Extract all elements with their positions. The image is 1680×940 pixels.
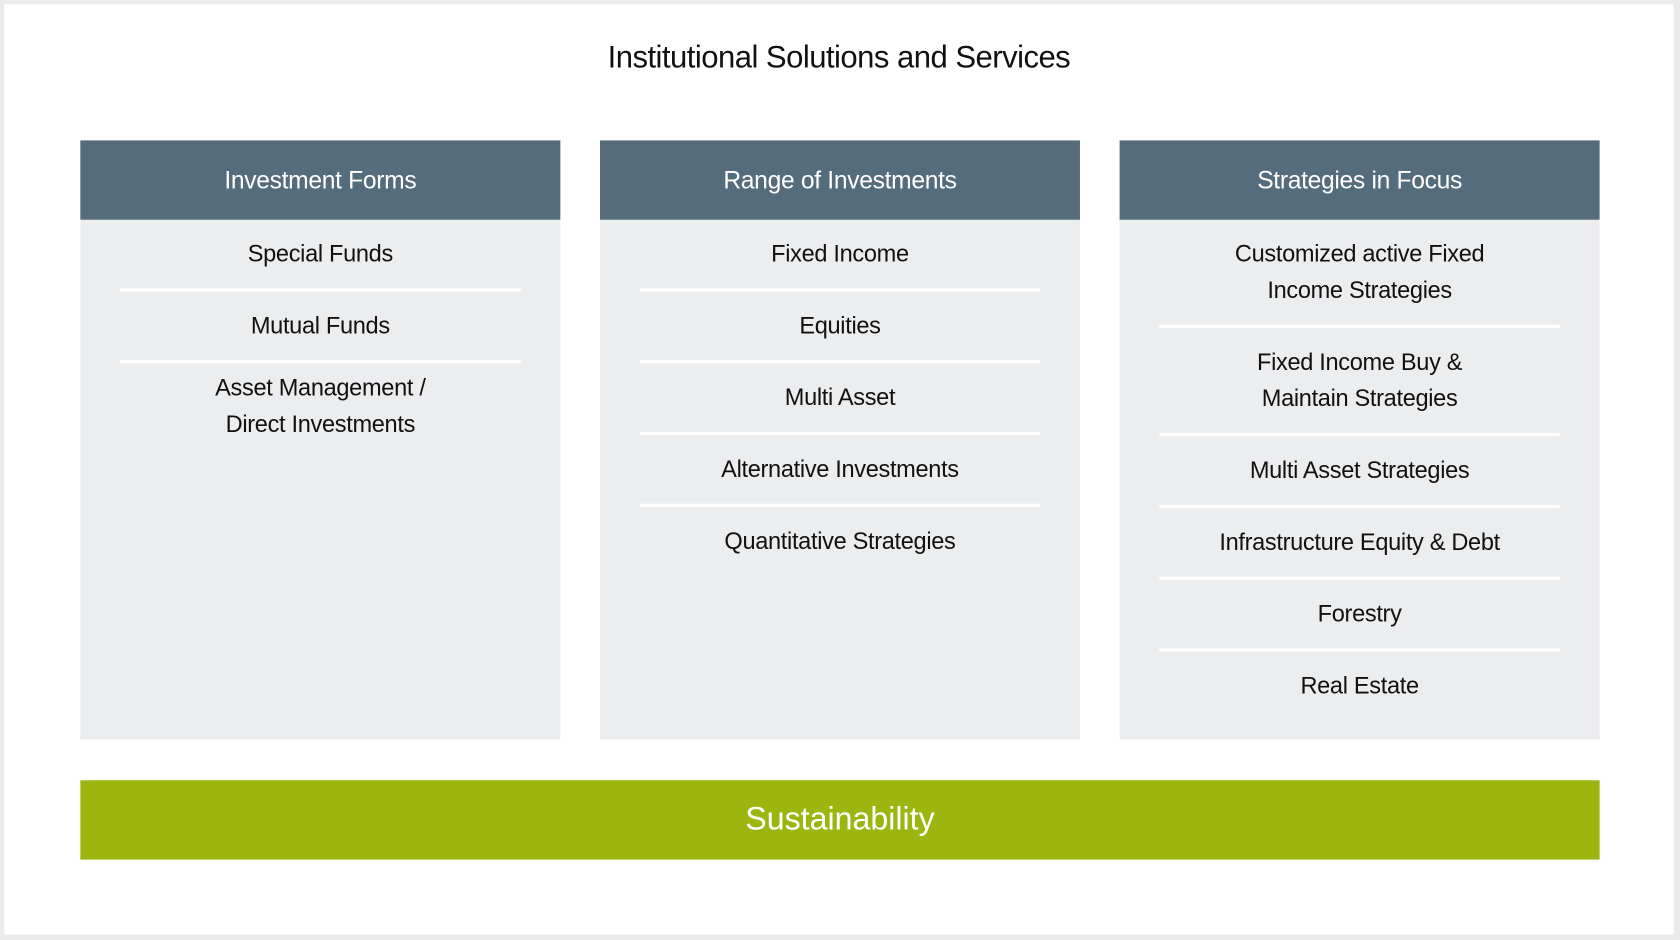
column-header: Investment Forms (80, 140, 561, 220)
list-item: Equities (639, 292, 1041, 364)
list-item: Asset Management / Direct Investments (215, 374, 426, 438)
list-item: Real Estate (1300, 672, 1419, 699)
sustainability-bar: Sustainability (80, 780, 1600, 860)
list-item: Multi Asset Strategies (1159, 436, 1560, 509)
list-item: Quantitative Strategies (724, 527, 956, 555)
column-range-of-investments: Range of Investments Fixed Income Equiti… (599, 140, 1080, 740)
list-item: Forestry (1159, 580, 1560, 652)
list-item: Alternative Investments (639, 435, 1041, 507)
list-item: Mutual Funds (119, 292, 521, 364)
column-header: Range of Investments (599, 140, 1080, 220)
column-investment-forms: Investment Forms Special Funds Mutual Fu… (80, 140, 561, 740)
diagram-title: Institutional Solutions and Services (607, 40, 1071, 76)
column-header: Strategies in Focus (1119, 140, 1600, 220)
list-item: Customized active Fixed Income Strategie… (1159, 220, 1560, 328)
list-item: Multi Asset (639, 363, 1041, 436)
list-item: Special Funds (119, 220, 521, 292)
diagram-frame: Institutional Solutions and Services Inv… (4, 4, 1674, 935)
column-strategies-in-focus: Strategies in Focus Customized active Fi… (1119, 140, 1600, 740)
list-item: Fixed Income Buy & Maintain Strategies (1159, 328, 1560, 437)
list-item: Fixed Income (639, 220, 1041, 292)
list-item: Infrastructure Equity & Debt (1159, 508, 1560, 580)
